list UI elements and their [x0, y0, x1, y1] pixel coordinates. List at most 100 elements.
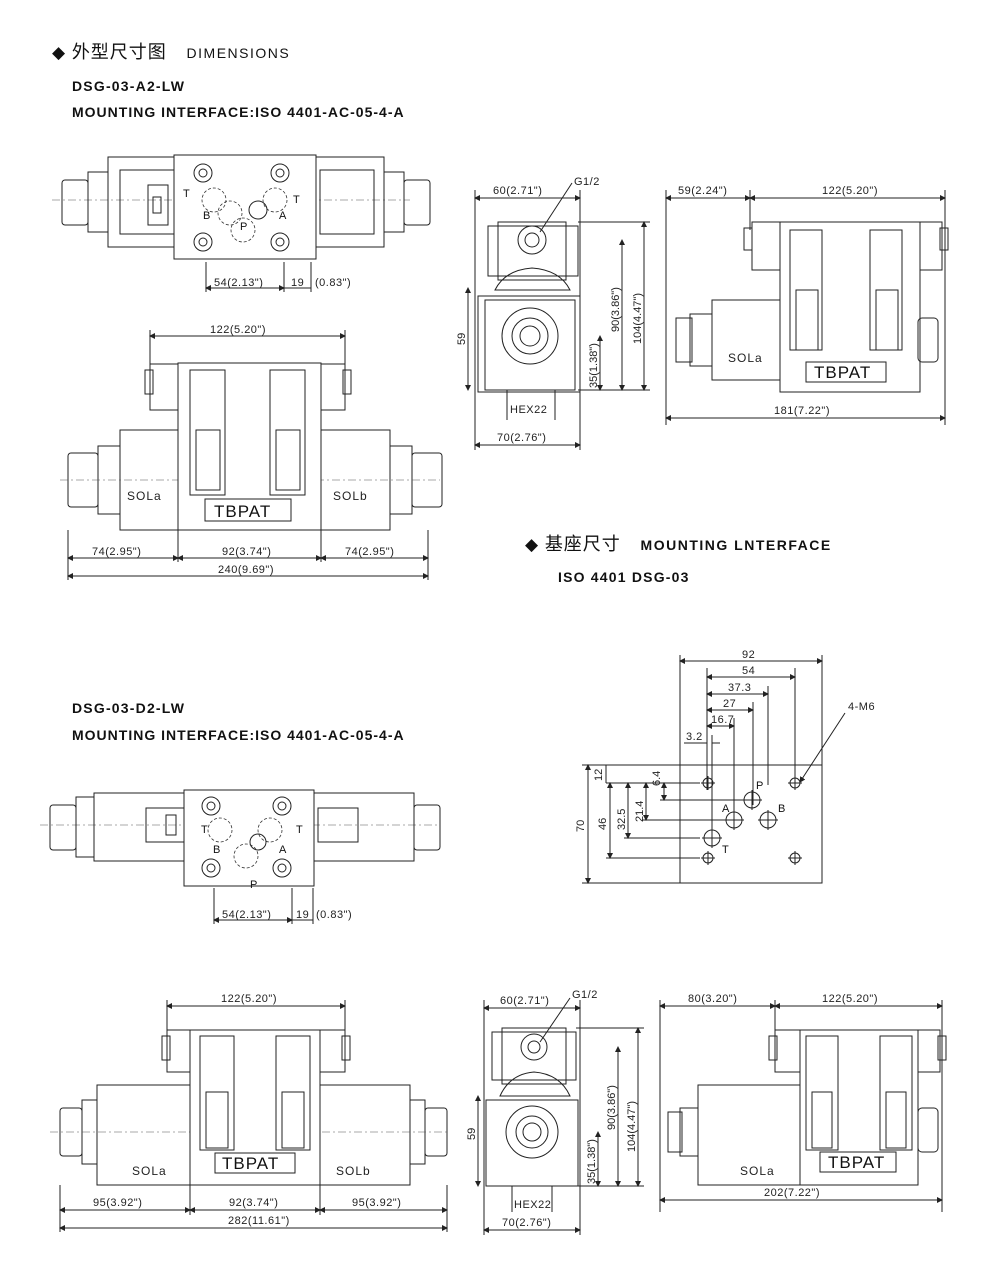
- d-dim-202: 202(7.22"): [764, 1187, 820, 1199]
- dimensions-title-cn: 外型尺寸图: [71, 42, 167, 63]
- d-port-p: P: [250, 879, 257, 891]
- d-dim-90: 90(3.86"): [606, 1085, 618, 1130]
- iface-port-b: B: [778, 803, 785, 815]
- d-dim-60: 60(2.71"): [500, 995, 549, 1007]
- mounting-title-cn: 基座尺寸: [544, 534, 621, 555]
- model-d-top-view: T T B A P 54(2.13") 19 (0.83"): [40, 789, 441, 924]
- iface-port-a: A: [722, 803, 730, 815]
- dim-46: 46: [597, 818, 609, 830]
- dim-12: 12: [593, 769, 605, 781]
- dim-92: 92(3.74"): [222, 546, 271, 558]
- dim-37-3: 37.3: [728, 682, 751, 694]
- solb-label: SOLb: [333, 489, 368, 503]
- dim-35: 35(1.38"): [588, 343, 600, 388]
- port-t-left-label: T: [183, 188, 190, 200]
- model-a-right-view: 59(2.24") 122(5.20") TBPAT SOLa 181(7.22…: [665, 185, 949, 425]
- dim-104: 104(4.47"): [632, 293, 644, 344]
- dim-19-inch: (0.83"): [315, 277, 351, 289]
- model-d-interface: MOUNTING INTERFACE:ISO 4401-AC-05-4-A: [72, 727, 405, 743]
- d-dim-19-inch: (0.83"): [316, 909, 352, 921]
- dim-19: 19: [291, 277, 304, 289]
- dim-122: 122(5.20"): [210, 324, 266, 336]
- dim-74-right: 74(2.95"): [345, 546, 394, 558]
- d-solb-label: SOLb: [336, 1164, 371, 1178]
- model-a-side-view: 60(2.71") G1/2 HEX22 70(2.76") 59 35(1.3…: [456, 176, 650, 450]
- d-tbpat-label-right: TBPAT: [828, 1153, 885, 1172]
- model-a-name: DSG-03-A2-LW: [72, 78, 186, 94]
- mounting-holes: [701, 776, 802, 865]
- port-p-label: P: [240, 221, 247, 233]
- dim-70: 70(2.76"): [497, 432, 546, 444]
- d-port-a: A: [279, 844, 287, 856]
- dim-90: 90(3.86"): [610, 287, 622, 332]
- interface-drawing: 92 54 37.3 27 16.7 3.2 4-M6 P: [575, 649, 875, 884]
- d-dim-122: 122(5.20"): [221, 993, 277, 1005]
- model-d-name: DSG-03-D2-LW: [72, 700, 186, 716]
- dim-92-iface: 92: [742, 649, 755, 661]
- d-port-t-left: T: [201, 824, 208, 836]
- diamond-icon: ◆: [525, 535, 540, 554]
- d-dim-59: 59: [466, 1128, 478, 1140]
- dim-54: 54(2.13"): [214, 277, 263, 289]
- d-dim-104: 104(4.47"): [626, 1101, 638, 1152]
- d-dim-92: 92(3.74"): [229, 1197, 278, 1209]
- dim-54-iface: 54: [742, 665, 755, 677]
- mounting-title-en: MOUNTING LNTERFACE: [640, 537, 832, 553]
- d-dim-95-left: 95(3.92"): [93, 1197, 142, 1209]
- thread-4-m6: 4-M6: [848, 701, 875, 713]
- port-b-label: B: [203, 210, 210, 222]
- d-port-t-right: T: [296, 824, 303, 836]
- d-sola-label-right: SOLa: [740, 1164, 775, 1178]
- d-dim-hex22: HEX22: [514, 1199, 551, 1211]
- d-dim-g12: G1/2: [572, 989, 598, 1001]
- d-dim-122-right: 122(5.20"): [822, 993, 878, 1005]
- d-port-b: B: [213, 844, 220, 856]
- d-tbpat-label: TBPAT: [222, 1154, 279, 1173]
- dimensions-title-en: DIMENSIONS: [186, 45, 291, 61]
- mounting-standard: ISO 4401 DSG-03: [558, 569, 690, 585]
- diamond-icon: ◆: [52, 43, 67, 62]
- dim-60: 60(2.71"): [493, 185, 542, 197]
- dim-21-4: 21.4: [634, 801, 646, 822]
- port-holes: [702, 790, 778, 848]
- d-sola-label: SOLa: [132, 1164, 167, 1178]
- d-dim-35: 35(1.38"): [586, 1139, 598, 1184]
- d-dim-80: 80(3.20"): [688, 993, 737, 1005]
- dim-g12: G1/2: [574, 176, 600, 188]
- model-d-front-view: 122(5.20") TBPAT SOLa SOLb 95(3.92") 92(…: [50, 993, 450, 1232]
- iface-port-t: T: [722, 844, 729, 856]
- dim-59: 59: [456, 333, 468, 345]
- model-d-right-view: 80(3.20") 122(5.20") TBPAT SOLa 202(7.22…: [659, 993, 947, 1212]
- dim-3-2: 3.2: [686, 731, 703, 743]
- port-a-label: A: [279, 210, 287, 222]
- tbpat-label-right: TBPAT: [814, 363, 871, 382]
- model-d-side-view: 60(2.71") G1/2 HEX22 70(2.76") 59 35(1.3…: [466, 989, 644, 1235]
- d-dim-19: 19: [296, 909, 309, 921]
- model-a-interface: MOUNTING INTERFACE:ISO 4401-AC-05-4-A: [72, 104, 405, 120]
- d-dim-54: 54(2.13"): [222, 909, 271, 921]
- dim-59-224: 59(2.24"): [678, 185, 727, 197]
- d-dim-282: 282(11.61"): [228, 1215, 290, 1227]
- dim-181: 181(7.22"): [774, 405, 830, 417]
- dim-16-7: 16.7: [711, 714, 734, 726]
- model-a-front-view: 122(5.20") TBPAT SOLa SOLb 74(2.95") 92(…: [60, 324, 443, 580]
- dim-6-4: 6.4: [651, 771, 663, 786]
- dimensions-header: ◆ 外型尺寸图 DIMENSIONS: [52, 38, 290, 64]
- dim-122-right: 122(5.20"): [822, 185, 878, 197]
- iface-port-p: P: [756, 780, 763, 792]
- dim-27: 27: [723, 698, 736, 710]
- dim-74-left: 74(2.95"): [92, 546, 141, 558]
- port-t-right-label: T: [293, 194, 300, 206]
- d-dim-70: 70(2.76"): [502, 1217, 551, 1229]
- mounting-header: ◆ 基座尺寸 MOUNTING LNTERFACE: [525, 530, 832, 556]
- sola-label: SOLa: [127, 489, 162, 503]
- dim-32-5: 32.5: [616, 809, 628, 830]
- tbpat-label: TBPAT: [214, 502, 271, 521]
- model-a-top-view: T T B A P 54(2.13") 19 (0.83"): [52, 154, 431, 292]
- d-dim-95-right: 95(3.92"): [352, 1197, 401, 1209]
- dim-hex22: HEX22: [510, 404, 547, 416]
- dim-70-iface: 70: [575, 820, 587, 832]
- dim-240: 240(9.69"): [218, 564, 274, 576]
- sola-label-right: SOLa: [728, 351, 763, 365]
